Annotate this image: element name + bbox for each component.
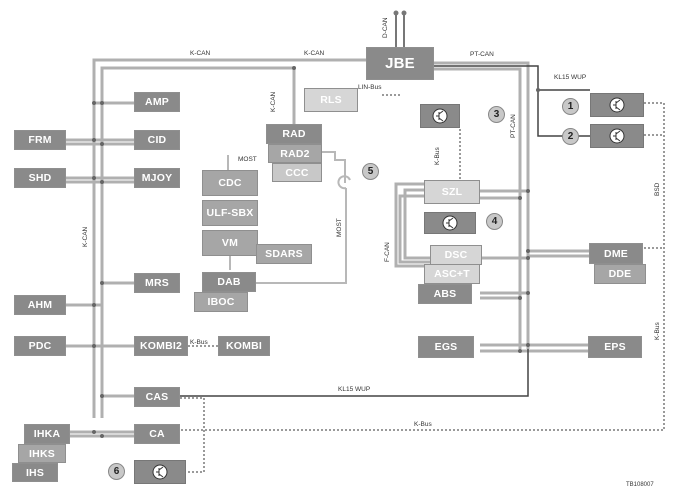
module-ahm[interactable]: AHM — [14, 295, 66, 315]
module-ihks[interactable]: IHKS — [18, 444, 66, 463]
sensor-4[interactable] — [424, 212, 476, 234]
sensor-2[interactable] — [590, 124, 644, 148]
bus-label-f-can: F-CAN — [384, 242, 391, 262]
callout-3: 3 — [488, 106, 505, 123]
bus-label-k-can-rad: K-CAN — [270, 91, 277, 112]
module-kombi2[interactable]: KOMBI2 — [134, 336, 188, 356]
module-kombi[interactable]: KOMBI — [218, 336, 270, 356]
module-ca[interactable]: CA — [134, 424, 180, 444]
module-amp[interactable]: AMP — [134, 92, 180, 112]
module-rls[interactable]: RLS — [304, 88, 358, 112]
bus-label-d-can: D-CAN — [382, 17, 389, 38]
module-cid[interactable]: CID — [134, 130, 180, 150]
module-dde[interactable]: DDE — [594, 264, 646, 284]
bus-label-k-can-left: K-CAN — [190, 50, 211, 57]
sensor-6[interactable] — [134, 460, 186, 484]
callout-5: 5 — [362, 163, 379, 180]
bus-label-pt-can-top: PT-CAN — [470, 51, 494, 58]
bus-label-most-loop: MOST — [336, 218, 343, 237]
bus-label-pt-can-vert: PT-CAN — [510, 114, 517, 138]
bus-label-k-bus-bottom: K-Bus — [414, 421, 432, 428]
module-mjoy[interactable]: MJOY — [134, 168, 180, 188]
module-ihs[interactable]: IHS — [12, 463, 58, 482]
module-ihka[interactable]: IHKA — [24, 424, 70, 444]
bus-label-bsd: BSD — [654, 182, 661, 196]
bus-label-k-bus-right: K-Bus — [654, 322, 661, 340]
bus-label-k-bus-szl: K-Bus — [434, 147, 441, 165]
module-dme[interactable]: DME — [589, 243, 643, 264]
bus-label-kl15-wup-bottom: KL15 WUP — [338, 386, 371, 393]
module-rad2[interactable]: RAD2 — [268, 144, 322, 163]
sensor-icon — [442, 215, 458, 231]
module-ulf-sbx[interactable]: ULF-SBX — [202, 200, 258, 226]
module-iboc[interactable]: IBOC — [194, 292, 248, 312]
module-shd[interactable]: SHD — [14, 168, 66, 188]
sensor-icon — [609, 97, 625, 113]
module-cdc[interactable]: CDC — [202, 170, 258, 196]
module-szl[interactable]: SZL — [424, 180, 480, 204]
sensor-3[interactable] — [420, 104, 460, 128]
bus-label-k-can-vert: K-CAN — [82, 226, 89, 247]
module-sdars[interactable]: SDARS — [256, 244, 312, 264]
sensor-icon — [432, 108, 448, 124]
callout-1: 1 — [562, 98, 579, 115]
module-vm[interactable]: VM — [202, 230, 258, 256]
bus-label-lin-bus: LIN-Bus — [358, 84, 382, 91]
figure-code: TB108007 — [626, 482, 654, 488]
module-asct[interactable]: ASC+T — [424, 264, 480, 284]
callout-2: 2 — [562, 128, 579, 145]
module-ccc[interactable]: CCC — [272, 163, 322, 182]
module-pdc[interactable]: PDC — [14, 336, 66, 356]
module-frm[interactable]: FRM — [14, 130, 66, 150]
callout-6: 6 — [108, 463, 125, 480]
module-eps[interactable]: EPS — [588, 336, 642, 358]
callout-4: 4 — [486, 213, 503, 230]
bus-label-k-bus-kombi: K-Bus — [190, 339, 208, 346]
module-dsc[interactable]: DSC — [430, 245, 482, 265]
module-cas[interactable]: CAS — [134, 387, 180, 407]
module-abs[interactable]: ABS — [418, 284, 472, 304]
module-dab[interactable]: DAB — [202, 272, 256, 292]
sensor-icon — [152, 464, 168, 480]
module-jbe[interactable]: JBE — [366, 47, 434, 80]
bus-label-kl15-wup-top: KL15 WUP — [554, 74, 587, 81]
bus-label-most-top: MOST — [238, 156, 257, 163]
sensor-1[interactable] — [590, 93, 644, 117]
bus-label-k-can-mid: K-CAN — [304, 50, 325, 57]
sensor-icon — [609, 128, 625, 144]
module-egs[interactable]: EGS — [418, 336, 474, 358]
module-rad[interactable]: RAD — [266, 124, 322, 144]
module-mrs[interactable]: MRS — [134, 273, 180, 293]
